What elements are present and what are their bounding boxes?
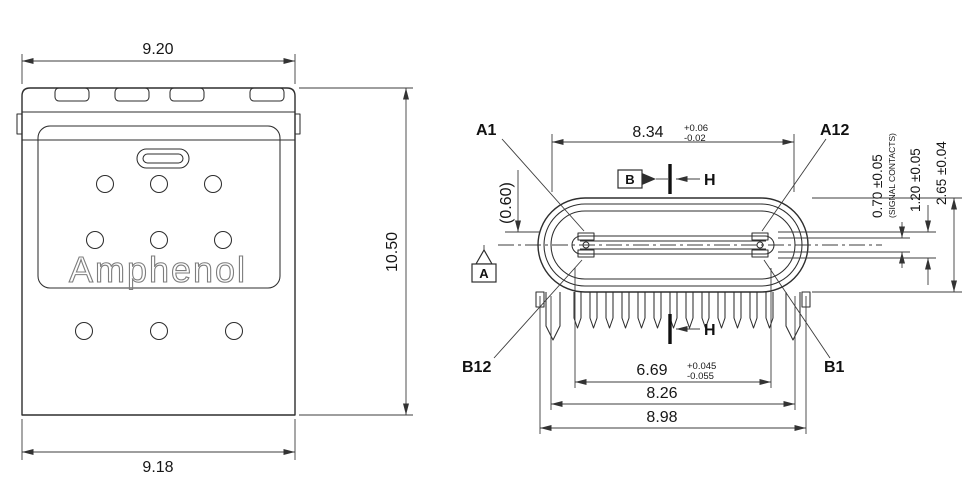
dim-contact-span-tol-plus: +0.045 (687, 361, 716, 372)
dim-pad-span: 8.26 (550, 296, 796, 410)
dim-tongue-height-text: 1.20 ±0.05 (908, 148, 923, 212)
receptacle-opening (136, 148, 190, 169)
tongue (571, 232, 775, 258)
datum-a: A (471, 245, 497, 283)
dim-front-width-top-text: 9.20 (142, 41, 173, 58)
top-shield-tabs (54, 87, 285, 102)
solder-legs (535, 291, 811, 341)
side-tab-right (294, 113, 301, 135)
dim-leg-span: 8.98 (539, 296, 807, 434)
dim-front-height-text: 10.50 (384, 232, 401, 272)
side-tab-left (16, 113, 23, 135)
dim-front-width-bottom-text: 9.18 (142, 459, 173, 476)
dim-contact-span-text: 6.69 (636, 362, 667, 379)
brand-text: Amphenol (69, 249, 247, 290)
section-mark-h-bottom: H (668, 314, 716, 344)
section-label-h-top: H (704, 172, 716, 189)
dim-offset: (0.60) (498, 170, 540, 233)
pin-label-b12: B12 (462, 359, 491, 376)
dim-leg-span-text: 8.98 (646, 409, 677, 426)
datum-b-text: B (625, 172, 634, 187)
dim-tongue-height: 1.20 ±0.05 (778, 148, 936, 285)
mounting-holes (74, 174, 244, 341)
dim-contact-height-text: 0.70 ±0.05 (870, 154, 885, 218)
dim-contact-span-tol-minus: -0.055 (687, 371, 714, 382)
insulator-outline (37, 125, 281, 289)
pin-labels: A1 A12 B12 B1 (462, 122, 849, 376)
dim-offset-text: (0.60) (498, 182, 515, 224)
shield-leg-left (545, 292, 561, 341)
datum-b: B (617, 169, 668, 189)
contact-a1-b12 (577, 232, 595, 258)
dim-shell-width: 8.34 +0.06 -0.02 (551, 123, 795, 192)
dim-shell-width-tol-plus: +0.06 (684, 123, 708, 134)
pin-label-b1: B1 (824, 359, 845, 376)
dim-front-height: 10.50 (299, 87, 413, 416)
dim-front-width-bottom: 9.18 (21, 419, 296, 476)
shield-leg-right (785, 292, 801, 341)
dim-contact-height: 0.70 ±0.05 (SIGNAL CONTACTS) (778, 133, 910, 268)
datum-a-text: A (479, 266, 489, 281)
front-view: Amphenol 9.20 10.50 9.18 (16, 41, 413, 476)
pin-label-a12: A12 (820, 122, 849, 139)
section-mark-h-top: H (668, 164, 716, 194)
dim-shell-width-text: 8.34 (632, 124, 663, 141)
dim-shell-width-tol-minus: -0.02 (684, 133, 706, 144)
section-label-h-bottom: H (704, 322, 716, 339)
dim-shell-height: 2.65 ±0.04 (812, 141, 962, 293)
shell-outline (537, 197, 809, 293)
dim-contact-span: 6.69 +0.045 -0.055 (574, 268, 772, 388)
dim-pad-span-text: 8.26 (646, 385, 677, 402)
signal-pins (573, 292, 774, 329)
contact-a12-b1 (751, 232, 769, 258)
dim-front-width-top: 9.20 (21, 41, 296, 84)
section-view: A1 A12 B12 B1 B H H (462, 122, 962, 434)
dim-contact-height-note: (SIGNAL CONTACTS) (887, 133, 897, 218)
front-view-body: Amphenol (16, 87, 301, 416)
dim-shell-height-text: 2.65 ±0.04 (934, 141, 949, 205)
pin-label-a1: A1 (476, 122, 497, 139)
